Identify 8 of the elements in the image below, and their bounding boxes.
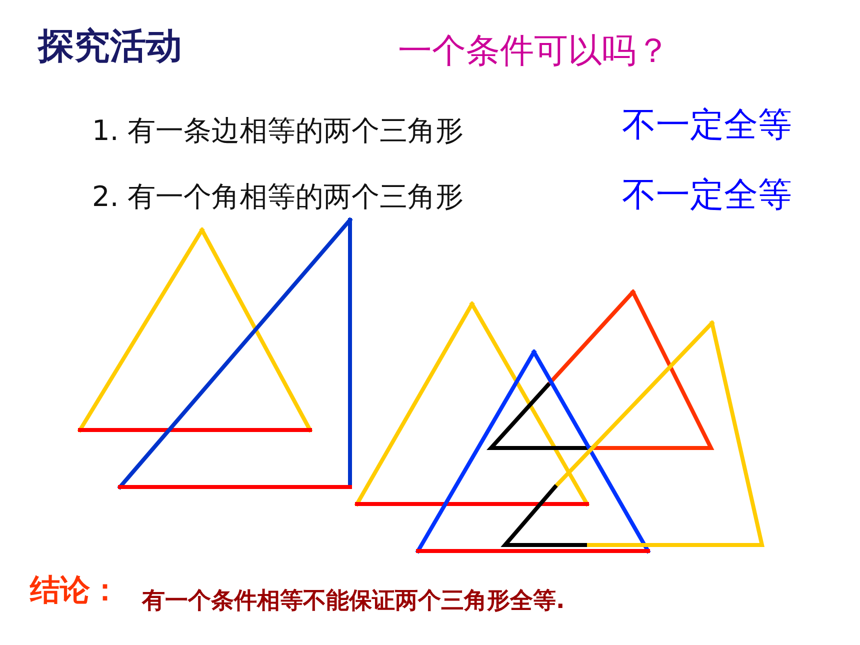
slide-title: 探究活动: [38, 25, 182, 69]
statement-text: 2. 有一个角相等的两个三角形: [92, 179, 464, 215]
conclusion-text: 有一个条件相等不能保证两个三角形全等.: [142, 587, 565, 616]
answer-text: 不一定全等: [622, 174, 792, 217]
answer-text: 不一定全等: [622, 104, 792, 147]
question-text: 一个条件可以吗？: [398, 30, 670, 73]
conclusion-heading: 结论：: [30, 572, 120, 610]
statement-text: 1. 有一条边相等的两个三角形: [92, 113, 464, 149]
